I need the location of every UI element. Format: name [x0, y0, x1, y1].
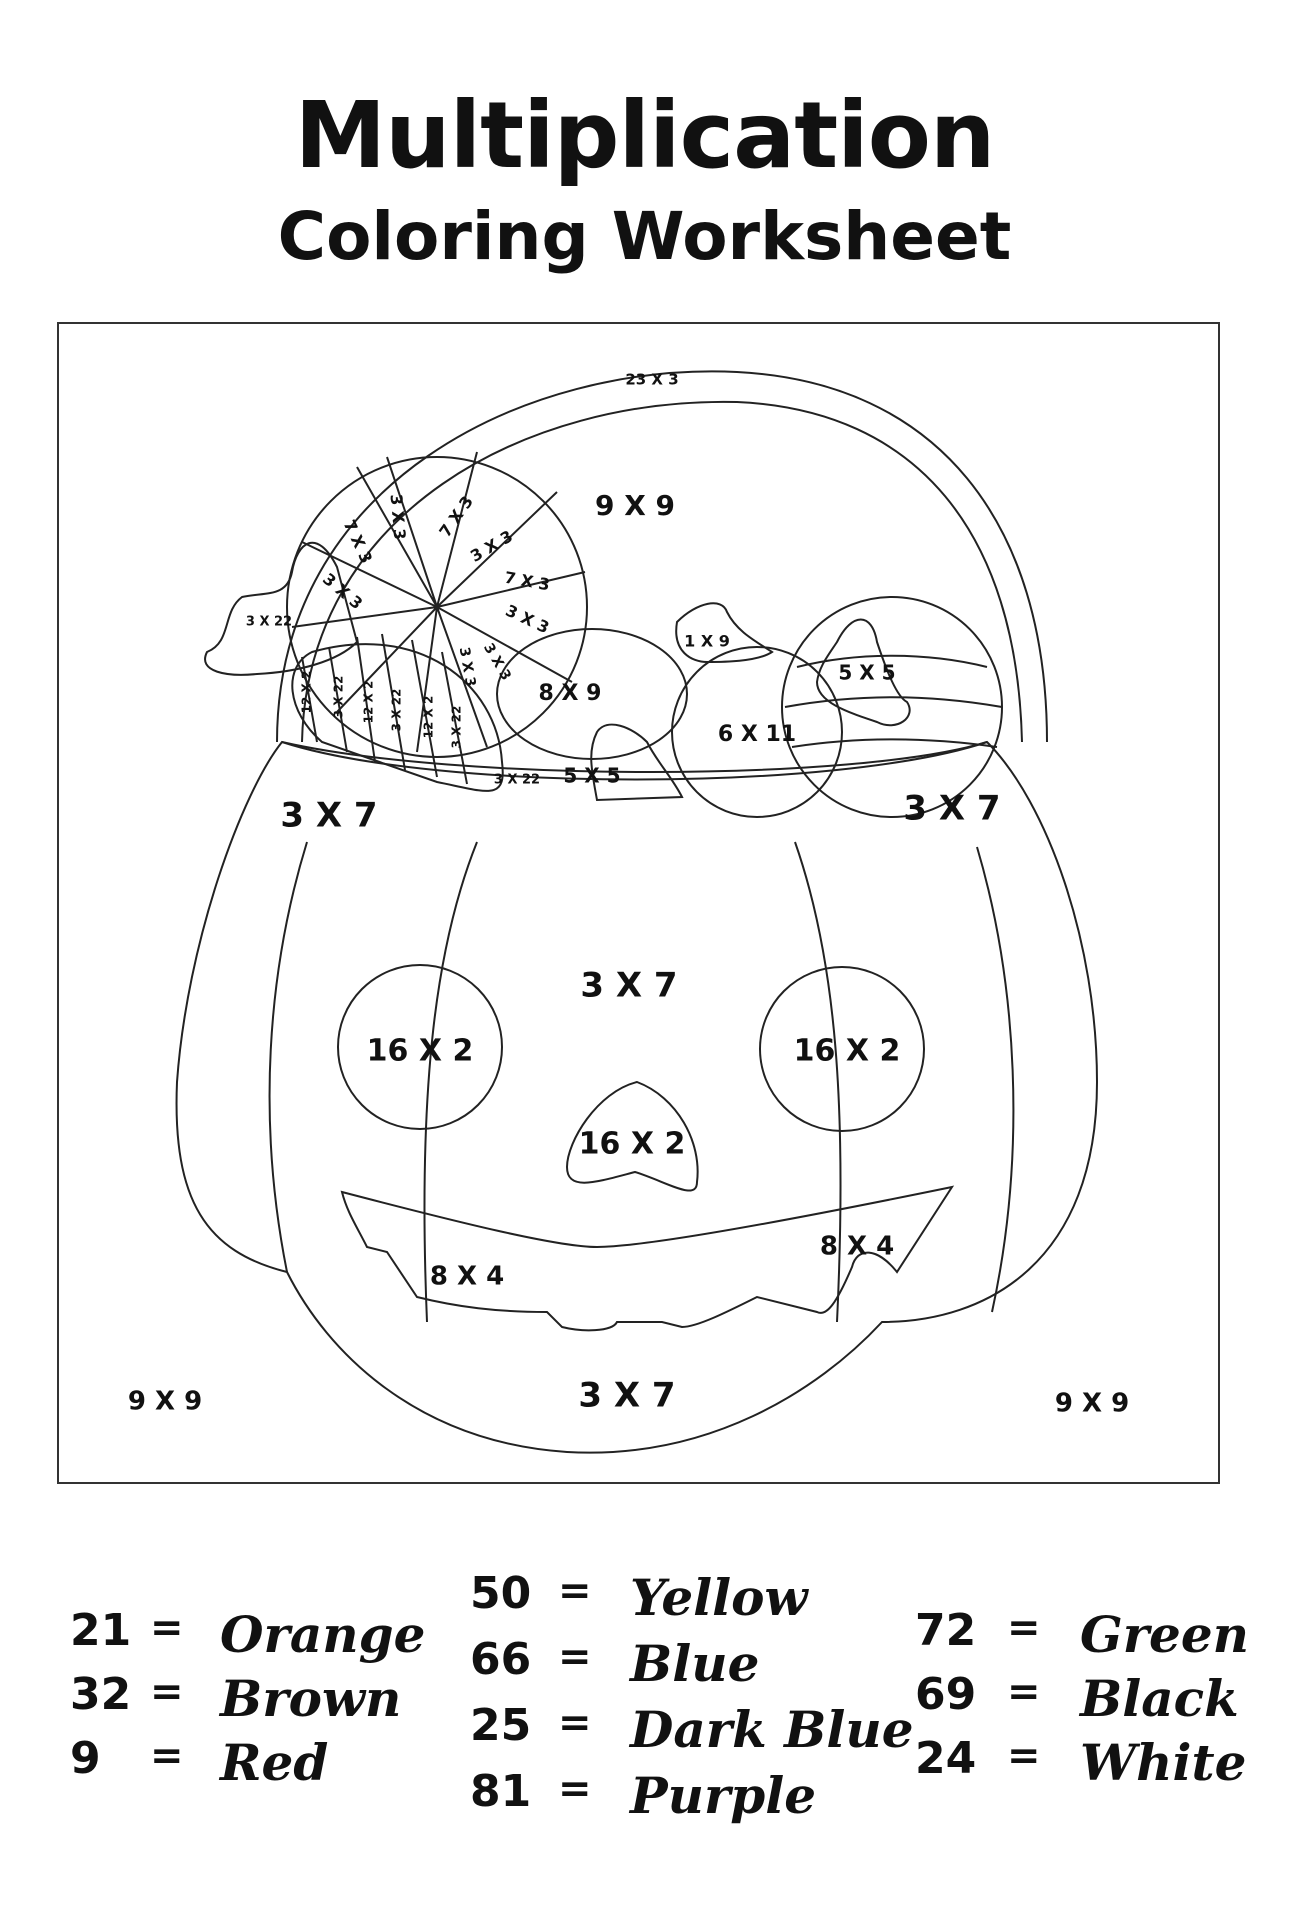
legend-number: 25	[470, 1700, 532, 1751]
legend-number: 66	[470, 1634, 532, 1685]
small-wrap-problem: 1 X 9	[684, 632, 730, 651]
oval-candy-problem: 8 X 9	[539, 681, 602, 706]
swirl-label: 3 X 3	[319, 569, 366, 613]
legend-color: Blue	[630, 1634, 760, 1693]
small-wrap	[675, 602, 774, 664]
swirl-candy	[286, 456, 588, 758]
pumpkin-bottom-problem: 3 X 7	[578, 1376, 675, 1416]
right-eye-problem: 16 X 2	[794, 1034, 901, 1069]
swirl-labels: 7 X 3 3 X 3 7 X 3 3 X 3 7 X 3 3 X 3 3 X …	[319, 492, 552, 688]
worksheet-title: Multiplication	[294, 82, 996, 189]
wrap-bottom-problem: 5 X 5	[563, 764, 620, 788]
legend-color: Dark Blue	[630, 1700, 914, 1759]
round-candy-problem: 6 X 11	[718, 722, 796, 747]
pumpkin-body	[175, 740, 1099, 1454]
stripe-label: 12 X 2	[422, 696, 436, 739]
legend-equals: =	[1007, 1605, 1041, 1651]
legend-column: 50 = Yellow 66 = Blue 25 = Dark Blue 81 …	[470, 1568, 914, 1848]
swirl-label: 3 X 3	[467, 526, 516, 565]
swirl-label: 3 X 3	[387, 493, 410, 540]
legend-column: 72 = Green 69 = Black 24 = White	[915, 1605, 1255, 1805]
legend-number: 50	[470, 1568, 532, 1619]
legend-equals: =	[1007, 1733, 1041, 1779]
legend-equals: =	[150, 1605, 184, 1651]
legend-number: 9	[70, 1733, 101, 1784]
wrap-right-problem: 5 X 5	[838, 661, 895, 685]
wrap-left	[204, 541, 359, 676]
legend-color: Purple	[630, 1766, 817, 1825]
legend-equals: =	[558, 1700, 592, 1746]
legend-column: 21 = Orange 32 = Brown 9 = Red	[70, 1605, 430, 1805]
legend-equals: =	[558, 1766, 592, 1812]
left-eye-problem: 16 X 2	[367, 1034, 474, 1069]
handle-inner	[301, 400, 1023, 743]
legend-number: 32	[70, 1669, 132, 1720]
legend-number: 24	[915, 1733, 977, 1784]
legend-color: Yellow	[630, 1568, 808, 1627]
left-eye	[337, 964, 503, 1130]
legend-equals: =	[1007, 1669, 1041, 1715]
legend-number: 21	[70, 1605, 132, 1656]
stripe-label: 3 X 22	[390, 689, 404, 732]
corner-right-problem: 9 X 9	[1055, 1389, 1129, 1419]
mouth	[340, 1185, 955, 1332]
round-candy	[671, 646, 843, 818]
legend-number: 72	[915, 1605, 977, 1656]
legend-equals: =	[558, 1568, 592, 1614]
nose	[565, 1080, 699, 1192]
pumpkin-center-problem: 3 X 7	[580, 966, 677, 1006]
sky-problem: 9 X 9	[595, 489, 675, 522]
swirl-label: 3 X 3	[503, 601, 552, 638]
legend-equals: =	[558, 1634, 592, 1680]
legend-color: Green	[1080, 1605, 1250, 1664]
pumpkin-right-problem: 3 X 7	[903, 789, 1000, 829]
pumpkin-candy-illustration: 23 X 3 9 X 9 9 X 9 9 X 9 3 X 7 3 X 7 3 X…	[128, 370, 1129, 1454]
legend-number: 69	[915, 1669, 977, 1720]
stripe-label: 12 X 2	[300, 671, 314, 714]
handle-outer	[276, 370, 1048, 743]
right-eye	[759, 966, 925, 1132]
worksheet-subtitle: Coloring Worksheet	[277, 198, 1012, 275]
coloring-frame	[57, 322, 1220, 1484]
legend-equals: =	[150, 1733, 184, 1779]
nose-problem: 16 X 2	[579, 1127, 686, 1162]
striped-candy	[291, 643, 504, 792]
handle-problem: 23 X 3	[625, 371, 678, 389]
swirl-label: 7 X 3	[340, 517, 377, 566]
right-candy	[781, 596, 1003, 818]
pumpkin-left-problem: 3 X 7	[280, 796, 377, 836]
legend-color: Black	[1080, 1669, 1239, 1728]
stripe-label: 3 X 22	[332, 676, 346, 719]
swirl-label: 3 X 3	[456, 646, 479, 688]
wrap-right	[815, 618, 911, 727]
stripe-labels: 12 X 2 3 X 22 12 X 2 3 X 22 12 X 2 3 X 2…	[300, 671, 464, 749]
legend-equals: =	[150, 1669, 184, 1715]
legend-color: White	[1080, 1733, 1247, 1792]
legend-color: Orange	[220, 1605, 426, 1664]
wrap-bottom-left-problem: 3 X 22	[494, 773, 540, 788]
legend-color: Brown	[220, 1669, 402, 1728]
stripe-label: 3 X 22	[450, 706, 464, 749]
legend-color: Red	[220, 1733, 329, 1792]
mouth-left-problem: 8 X 4	[430, 1262, 504, 1292]
mouth-right-problem: 8 X 4	[820, 1232, 894, 1262]
stripe-label: 12 X 2	[362, 681, 376, 724]
legend-number: 81	[470, 1766, 532, 1817]
wrap-bottom	[590, 723, 684, 802]
wrap-left-problem: 3 X 22	[246, 615, 292, 630]
corner-left-problem: 9 X 9	[128, 1387, 202, 1417]
